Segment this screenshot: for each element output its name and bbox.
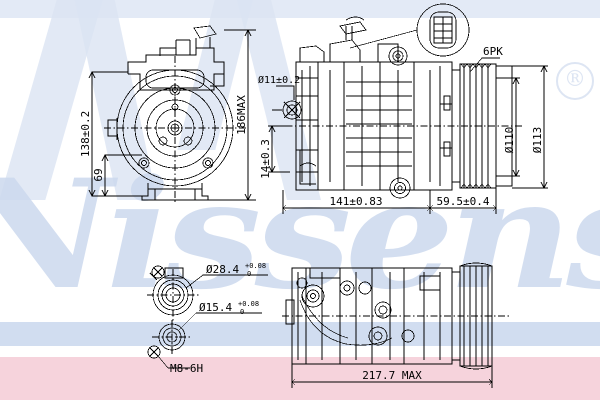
dim-label-69: 69 xyxy=(92,168,105,181)
dim-label-m8-6h: M8-6H xyxy=(170,362,203,375)
dim-label-dia28-4-tol-lower: 0 xyxy=(247,270,251,278)
side-view-dimensions xyxy=(268,57,548,214)
dim-label-dia110: Ø110 xyxy=(503,127,516,154)
dim-label-59-5: 59.5±0.4 xyxy=(437,195,490,208)
connector-detail-circle xyxy=(349,3,470,57)
dim-label-138: 138±0.2 xyxy=(79,111,92,157)
dim-label-dia11: Ø11±0.2 xyxy=(258,74,300,86)
dim-label-dia113: Ø113 xyxy=(531,127,544,154)
front-view-dimensions xyxy=(88,29,256,201)
bottom-view-dimensions xyxy=(291,364,493,388)
dim-label-dia15-4-tol-lower: 0 xyxy=(240,308,244,316)
dim-label-dia15-4-tol-upper: +0.08 xyxy=(238,300,259,308)
dim-label-14: 14±0.3 xyxy=(259,139,272,179)
port-detail-dimensions xyxy=(157,274,268,369)
registered-mark-icon: ® xyxy=(556,62,594,100)
band-blue-lower xyxy=(0,322,600,346)
dim-label-141: 141±0.83 xyxy=(330,195,383,208)
dim-label-dia15-4: Ø15.4 xyxy=(199,301,232,314)
dim-label-6pk: 6PK xyxy=(483,45,503,58)
band-blue-upper xyxy=(0,0,600,18)
front-view-geometry xyxy=(104,25,248,202)
port-detail-geometry xyxy=(147,265,199,359)
side-view-geometry xyxy=(272,16,524,199)
dim-label-217-7max: 217.7 MAX xyxy=(362,369,422,382)
dim-label-dia28-4-tol-upper: +0.08 xyxy=(245,262,266,270)
bottom-view-geometry xyxy=(282,262,510,370)
dim-label-dia28-4: Ø28.4 xyxy=(206,263,239,276)
dim-label-186max: 186MAX xyxy=(235,95,248,135)
